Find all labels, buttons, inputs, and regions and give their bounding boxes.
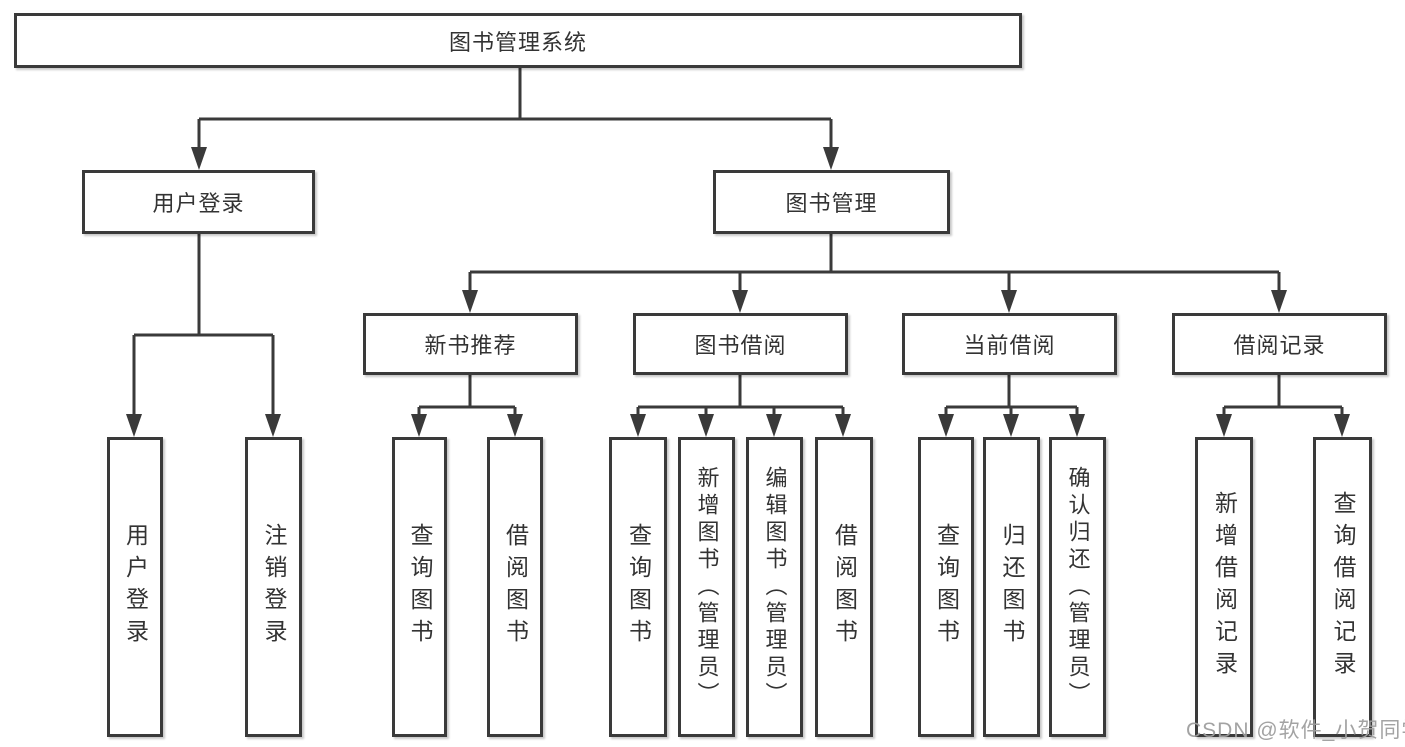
leaf-query-books-borrow: 查询图书 (609, 437, 667, 737)
leaf-query-borrow-record-label: 查询借阅记录 (1330, 491, 1356, 683)
csdn-watermark: CSDN @软件_小贺同学 (1186, 719, 1405, 742)
leaf-borrow-books-recommend-label: 借阅图书 (502, 523, 529, 651)
leaf-add-borrow-record-label: 新增借阅记录 (1211, 491, 1238, 683)
node-current-borrowing-label: 当前借阅 (963, 333, 1056, 358)
leaf-query-books-current: 查询图书 (918, 437, 974, 737)
node-book-management: 图书管理 (713, 170, 950, 234)
leaf-query-books-borrow-label: 查询图书 (625, 523, 652, 651)
leaf-add-book-admin-label: 新增图书（管理员） (694, 465, 720, 709)
leaf-borrow-books-label: 借阅图书 (831, 523, 858, 651)
node-root: 图书管理系统 (14, 13, 1022, 68)
node-book-borrowing: 图书借阅 (633, 313, 848, 375)
leaf-edit-book-admin: 编辑图书（管理员） (746, 437, 803, 737)
node-current-borrowing: 当前借阅 (902, 313, 1117, 375)
node-borrowing-records: 借阅记录 (1172, 313, 1387, 375)
leaf-confirm-return-admin: 确认归还（管理员） (1049, 437, 1106, 737)
leaf-query-books-current-label: 查询图书 (933, 523, 960, 651)
node-root-label: 图书管理系统 (448, 29, 587, 55)
node-book-management-label: 图书管理 (785, 191, 878, 216)
leaf-query-books-recommend: 查询图书 (392, 437, 447, 737)
leaf-logout-label: 注销登录 (261, 523, 287, 651)
leaf-add-book-admin: 新增图书（管理员） (678, 437, 735, 737)
leaf-borrow-books: 借阅图书 (815, 437, 873, 737)
arrowheads (126, 147, 1350, 437)
node-user-login-label: 用户登录 (152, 191, 245, 216)
leaf-user-login: 用户登录 (107, 437, 163, 737)
node-user-login: 用户登录 (82, 170, 315, 234)
leaf-user-login-label: 用户登录 (122, 523, 149, 651)
leaf-borrow-books-recommend: 借阅图书 (487, 437, 543, 737)
leaf-return-book-label: 归还图书 (999, 523, 1025, 651)
leaf-confirm-return-admin-label: 确认归还（管理员） (1065, 465, 1091, 709)
leaf-return-book: 归还图书 (983, 437, 1040, 737)
node-new-book-recommend-label: 新书推荐 (424, 333, 517, 358)
leaf-query-borrow-record: 查询借阅记录 (1313, 437, 1372, 737)
leaf-add-borrow-record: 新增借阅记录 (1195, 437, 1253, 737)
leaf-edit-book-admin-label: 编辑图书（管理员） (762, 465, 788, 709)
node-new-book-recommend: 新书推荐 (363, 313, 578, 375)
leaf-query-books-recommend-label: 查询图书 (407, 523, 433, 651)
leaf-logout: 注销登录 (245, 437, 302, 737)
node-borrowing-records-label: 借阅记录 (1233, 333, 1326, 358)
node-book-borrowing-label: 图书借阅 (694, 333, 787, 358)
